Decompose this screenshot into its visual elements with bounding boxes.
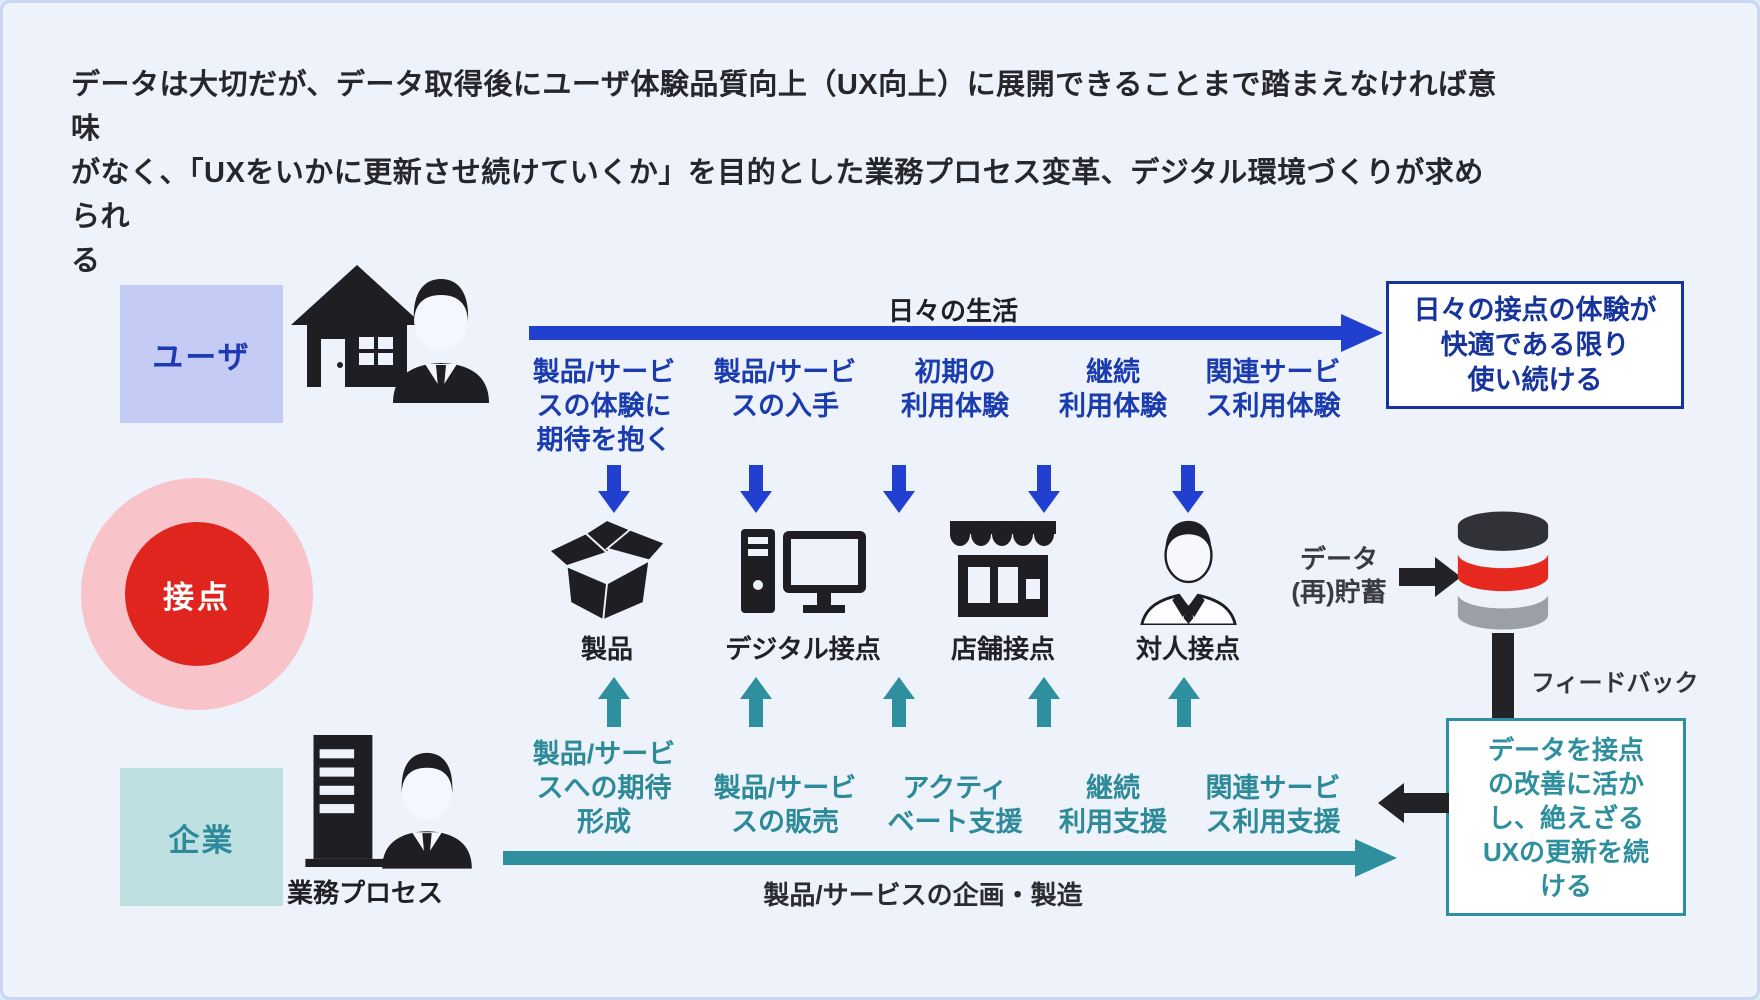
down-arrow-4 bbox=[1028, 465, 1060, 513]
daily-life-label: 日々の生活 bbox=[887, 296, 1018, 326]
down-arrow-1 bbox=[598, 465, 630, 513]
business-process-label: 業務プロセス bbox=[286, 878, 443, 908]
company-lane-label: 企業 bbox=[120, 768, 283, 906]
touchpoint-label-product: 製品 bbox=[580, 634, 633, 664]
user-journey-stage-4: 継続 利用体験 bbox=[1059, 357, 1167, 421]
storefront-icon bbox=[950, 521, 1056, 617]
company-support-stage-5: 関連サービ ス利用支援 bbox=[1205, 773, 1341, 837]
company-support-stage-2: 製品/サービ スの販売 bbox=[713, 773, 857, 837]
production-arrow bbox=[503, 851, 1355, 865]
company-support-stage-1: 製品/サービ スへの期待 形成 bbox=[532, 739, 676, 837]
company-lane-text: 企業 bbox=[168, 822, 235, 858]
production-arrow-head bbox=[1355, 839, 1397, 877]
data-store-arrow bbox=[1399, 568, 1437, 586]
up-arrow-3 bbox=[883, 677, 915, 727]
data-store-label: データ (再)貯蓄 bbox=[1291, 544, 1387, 607]
company-person-icon bbox=[382, 752, 472, 869]
down-arrow-3 bbox=[883, 465, 915, 513]
feedback-action-box: データを接点 の改善に活か し、絶えざる UXの更新を続 ける bbox=[1446, 718, 1686, 916]
intro-line-2: がなく、「UXをいかに更新させ続けていくか」を目的とした業務プロセス変革、デジタ… bbox=[71, 157, 1484, 233]
touchpoint-lane-text: 接点 bbox=[163, 579, 231, 615]
intro-text: データは大切だが、データ取得後にユーザ体験品質向上（UX向上）に展開できることま… bbox=[71, 63, 1511, 283]
up-arrow-2 bbox=[740, 677, 772, 727]
touchpoint-label-person: 対人接点 bbox=[1135, 634, 1240, 664]
intro-line-1: データは大切だが、データ取得後にユーザ体験品質向上（UX向上）に展開できることま… bbox=[71, 69, 1498, 145]
feedback-stem bbox=[1492, 633, 1514, 721]
feedback-arrow bbox=[1404, 793, 1449, 813]
intro-line-3: る bbox=[71, 245, 101, 277]
user-journey-stage-5: 関連サービ ス利用体験 bbox=[1205, 357, 1341, 421]
down-arrow-2 bbox=[740, 465, 772, 513]
box-icon bbox=[547, 518, 667, 622]
company-support-stage-3: アクティ ベート支援 bbox=[887, 773, 1023, 837]
user-lane-label: ユーザ bbox=[120, 285, 283, 423]
down-arrow-5 bbox=[1172, 465, 1204, 513]
daily-life-arrow-head bbox=[1341, 314, 1383, 352]
touchpoint-label-digital: デジタル接点 bbox=[725, 634, 881, 664]
user-journey-stage-2: 製品/サービ スの入手 bbox=[713, 357, 857, 421]
user-person-icon bbox=[393, 279, 489, 403]
outcome-box: 日々の接点の体験が 快適である限り 使い続ける bbox=[1386, 281, 1684, 409]
company-support-stage-4: 継続 利用支援 bbox=[1059, 773, 1167, 837]
daily-life-arrow bbox=[529, 326, 1341, 340]
user-lane-text: ユーザ bbox=[152, 339, 251, 375]
feedback-label: フィードバック bbox=[1531, 670, 1699, 697]
touchpoint-lane-label: 接点 bbox=[125, 522, 269, 666]
user-journey-stage-1: 製品/サービ スの体験に 期待を抱く bbox=[532, 357, 676, 455]
building-icon bbox=[305, 735, 387, 867]
user-journey-stage-3: 初期の 利用体験 bbox=[901, 357, 1009, 421]
up-arrow-4 bbox=[1028, 677, 1060, 727]
house-icon bbox=[291, 265, 423, 387]
database-icon bbox=[1457, 511, 1549, 630]
touchpoint-label-store: 店舗接点 bbox=[950, 634, 1055, 664]
feedback-arrow-head bbox=[1378, 783, 1404, 823]
up-arrow-1 bbox=[598, 677, 630, 727]
salesperson-icon bbox=[1140, 520, 1237, 625]
data-store-arrow-head bbox=[1435, 557, 1461, 597]
production-plan-label: 製品/サービスの企画・製造 bbox=[763, 880, 1083, 910]
up-arrow-5 bbox=[1168, 677, 1200, 727]
desktop-computer-icon bbox=[741, 529, 866, 613]
